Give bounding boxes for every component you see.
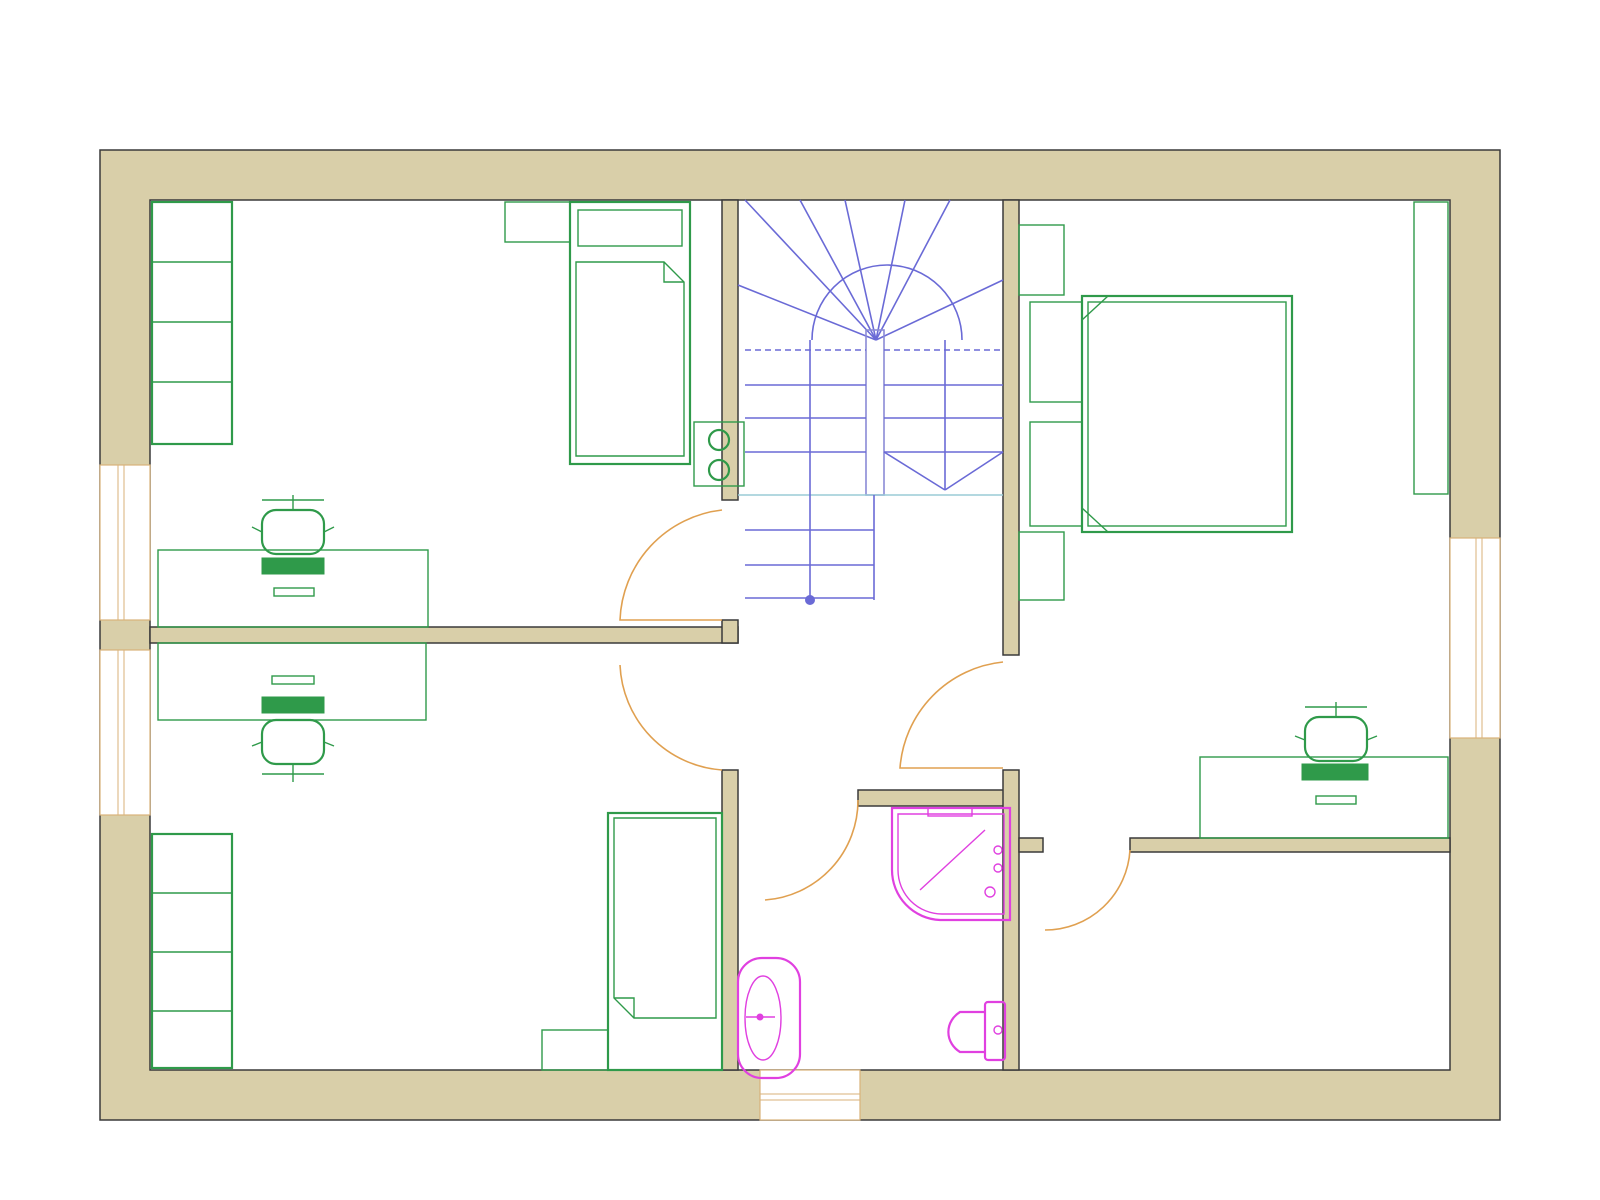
- stove-icon: [693, 421, 745, 487]
- wardrobe-icon: [150, 200, 234, 446]
- window-left-lower: [99, 649, 151, 816]
- bathroom: [736, 806, 1012, 1080]
- stairs-tread: [875, 199, 906, 341]
- nightstand-icon: [504, 201, 571, 243]
- stairs-tread: [744, 199, 877, 341]
- computer-icon: [261, 675, 325, 714]
- stairs-newel: [865, 329, 885, 496]
- desk-icon: [157, 549, 429, 628]
- bedroom-top-right: [1018, 201, 1449, 601]
- stairs-start-marker: [805, 595, 815, 605]
- door-swing-icon: [619, 509, 723, 621]
- stairs-tread: [875, 279, 1004, 341]
- door-swing-icon: [619, 664, 723, 771]
- stairs-icon: [737, 199, 1004, 605]
- walls: [99, 149, 1501, 1121]
- nightstand-icon: [541, 1029, 609, 1071]
- bedroom-top-left: [150, 200, 692, 628]
- interior-wall-bedrooms-left: [149, 626, 739, 644]
- desk-icon: [1199, 756, 1449, 839]
- interior-wall-right-stub: [1018, 837, 1044, 853]
- chair-icon: [251, 495, 335, 556]
- window-left-upper: [99, 464, 151, 621]
- interior-wall-bath-west: [721, 769, 739, 1071]
- computer-icon: [261, 557, 325, 597]
- double-bed-icon: [1029, 294, 1294, 534]
- stairs-tread: [737, 284, 877, 341]
- stairs-tread: [799, 199, 877, 341]
- stairs-tread: [875, 199, 951, 341]
- wardrobe-icon: [150, 832, 234, 1070]
- nightstand-icon: [1018, 531, 1065, 601]
- window-right: [1449, 537, 1501, 739]
- bed-icon: [568, 200, 692, 466]
- interior-wall-right-small: [1129, 837, 1451, 853]
- shower-icon: [890, 806, 1012, 922]
- bed-icon: [606, 811, 724, 1072]
- stairs-tread: [883, 451, 946, 491]
- windows: [99, 464, 1501, 1121]
- interior-wall-stair-west-stub: [721, 619, 739, 644]
- doors: [619, 509, 1131, 931]
- door-swing-icon: [899, 661, 1004, 769]
- door-swing-icon: [764, 799, 859, 901]
- stairs-winder-arc: [811, 264, 963, 341]
- stairs-tread: [844, 199, 877, 341]
- stairs-tread: [944, 451, 1004, 491]
- computer-icon: [1301, 763, 1369, 805]
- chair-icon: [251, 718, 335, 782]
- bedroom-bottom-left: [150, 642, 724, 1072]
- interior-wall-bath-north: [857, 789, 1019, 807]
- interior-wall-stair-east: [1002, 199, 1020, 656]
- toilet-icon: [947, 1000, 1007, 1062]
- chair-icon: [1294, 702, 1378, 763]
- washbasin-icon: [736, 956, 802, 1080]
- bedroom-bottom-right: [1199, 702, 1449, 839]
- interior-wall-stair-west: [721, 199, 739, 501]
- door-swing-icon: [1044, 849, 1131, 931]
- nightstand-icon: [1018, 224, 1065, 296]
- wardrobe-icon: [1413, 201, 1449, 495]
